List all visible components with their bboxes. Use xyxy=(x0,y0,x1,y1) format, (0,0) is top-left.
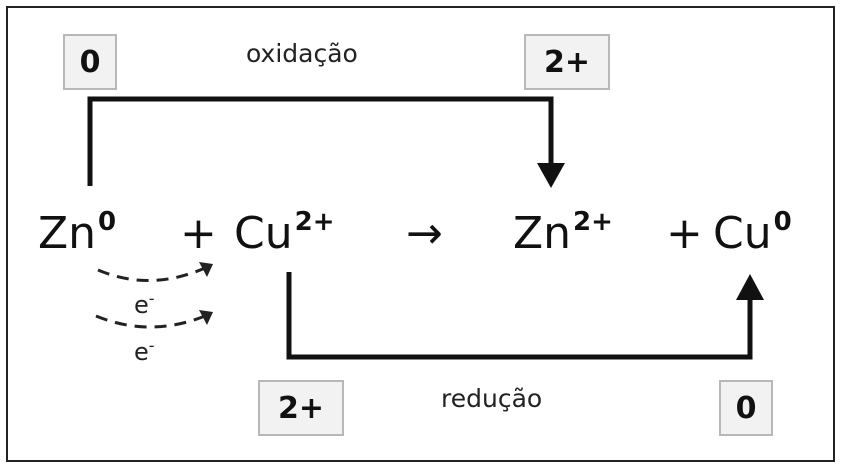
electron-symbol-1: e xyxy=(134,291,149,319)
electron-symbol-2: e xyxy=(134,338,149,366)
diagram-frame xyxy=(6,6,835,462)
oxidation-state-cu-reagent: 2+ xyxy=(258,380,344,436)
reduction-arrowhead xyxy=(736,274,764,300)
oxidation-state-zn-product: 2+ xyxy=(524,34,610,90)
oxidation-path xyxy=(87,96,554,186)
oxidation-arrowhead xyxy=(537,163,565,188)
electron-label-1: e- xyxy=(134,289,155,319)
electron-arrowhead-1 xyxy=(199,262,213,277)
oxidation-state-cu-product: 0 xyxy=(719,380,773,436)
electron-charge-1: - xyxy=(148,289,155,308)
electron-label-2: e- xyxy=(134,336,155,366)
electron-arrowhead-2 xyxy=(199,310,213,325)
oxidation-label: oxidação xyxy=(246,39,358,68)
electron-transfer-arc-1 xyxy=(97,266,206,282)
reduction-path xyxy=(286,272,753,360)
electron-charge-2: - xyxy=(148,336,155,355)
oxidation-state-zn-reagent: 0 xyxy=(63,34,117,90)
reduction-label: redução xyxy=(441,384,543,413)
